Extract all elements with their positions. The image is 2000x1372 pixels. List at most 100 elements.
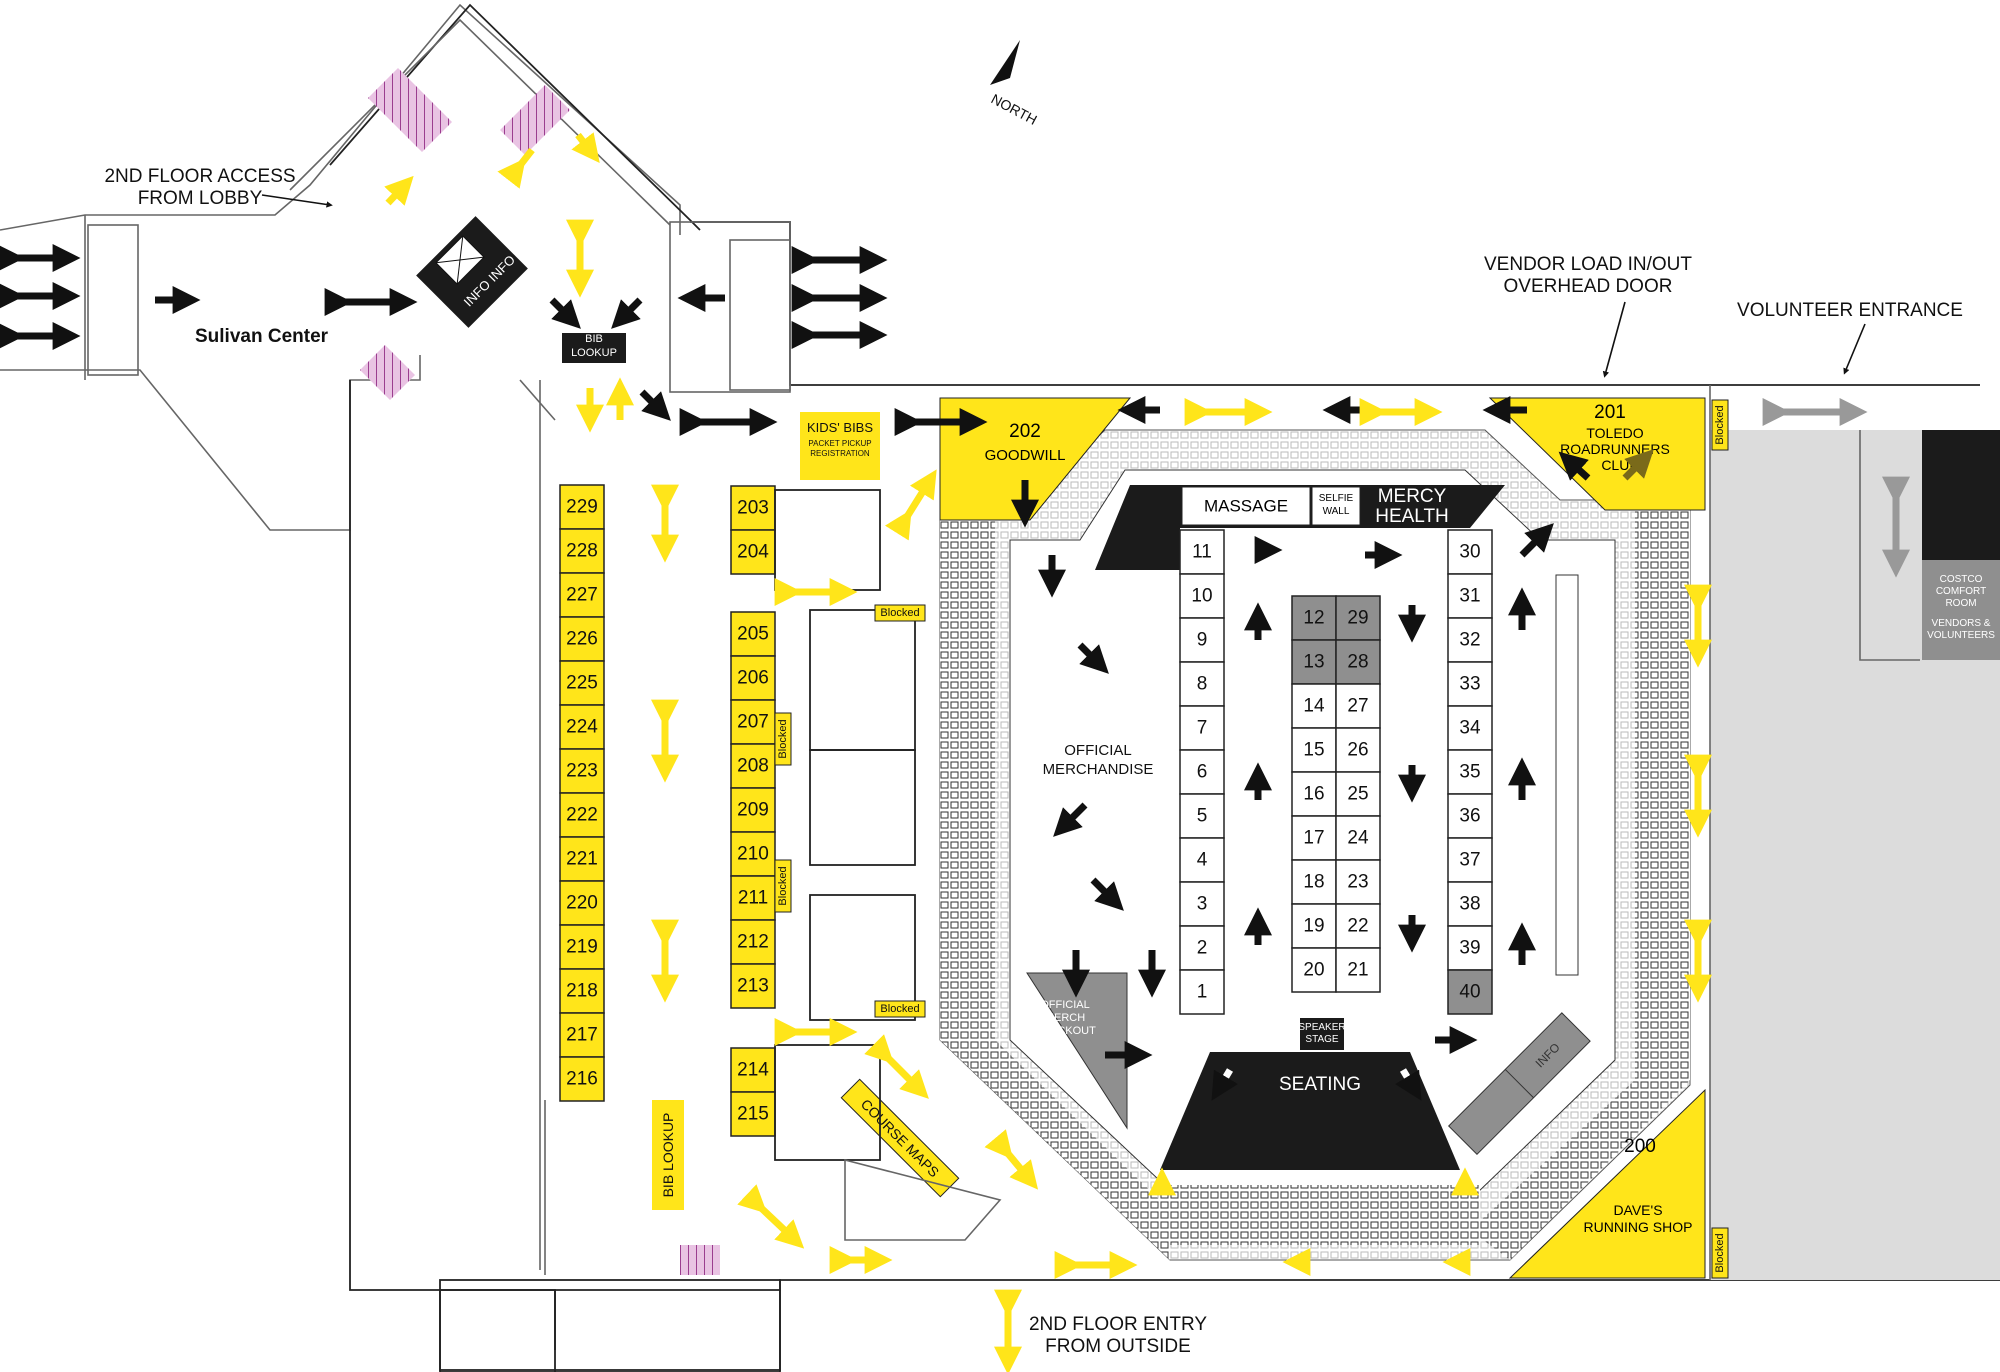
arena-booth-36[interactable]: 36 [1447, 793, 1493, 839]
booth-207[interactable]: 207 [730, 699, 776, 745]
arena-booth-37[interactable]: 37 [1447, 837, 1493, 883]
booth-218-label: 218 [566, 981, 598, 1002]
booth-210[interactable]: 210 [730, 831, 776, 877]
arena-booth-11[interactable]: 11 [1179, 529, 1225, 575]
arena-booth-5[interactable]: 5 [1179, 793, 1225, 839]
arena-booth-20[interactable]: 20 [1291, 947, 1337, 993]
course-maps-table[interactable]: COURSE MAPS [840, 1078, 960, 1198]
arena-booth-25[interactable]: 25 [1335, 771, 1381, 817]
selfie-wall-line1: SELFIE [1319, 493, 1354, 504]
bib-lookup-side[interactable]: BIB LOOKUP [652, 1100, 684, 1210]
arena-booth-34[interactable]: 34 [1447, 705, 1493, 751]
booth-206[interactable]: 206 [730, 655, 776, 701]
info-kiosk[interactable]: INFO INFO [416, 216, 528, 328]
booth-221[interactable]: 221 [559, 836, 605, 882]
arena-booth-35[interactable]: 35 [1447, 749, 1493, 795]
arena-booth-1[interactable]: 1 [1179, 969, 1225, 1015]
arena-booth-18[interactable]: 18 [1291, 859, 1337, 905]
arena-booth-33[interactable]: 33 [1447, 661, 1493, 707]
arena-booth-28[interactable]: 28 [1335, 639, 1381, 685]
arena-booth-21[interactable]: 21 [1335, 947, 1381, 993]
arena-booth-32[interactable]: 32 [1447, 617, 1493, 663]
arena-booth-10[interactable]: 10 [1179, 573, 1225, 619]
booth-226[interactable]: 226 [559, 616, 605, 662]
arena-booth-23[interactable]: 23 [1335, 859, 1381, 905]
arena-booth-2-label: 2 [1197, 938, 1208, 959]
arena-booth-19[interactable]: 19 [1291, 903, 1337, 949]
booth-210-label: 210 [737, 844, 769, 865]
top-banner: MASSAGE SELFIE WALL MERCY HEALTH [1095, 485, 1505, 570]
arena-booth-30[interactable]: 30 [1447, 529, 1493, 575]
arena-booth-15[interactable]: 15 [1291, 727, 1337, 773]
booth-218[interactable]: 218 [559, 968, 605, 1014]
booth-223[interactable]: 223 [559, 748, 605, 794]
booth-228[interactable]: 228 [559, 528, 605, 574]
arena-booth-13-label: 13 [1303, 652, 1324, 673]
booth-203[interactable]: 203 [730, 485, 776, 531]
seating-label: SEATING [1279, 1074, 1361, 1095]
arena-booth-20-label: 20 [1303, 960, 1324, 981]
booth-222[interactable]: 222 [559, 792, 605, 838]
booth-229[interactable]: 229 [559, 484, 605, 530]
arena-booth-16[interactable]: 16 [1291, 771, 1337, 817]
booth-209-label: 209 [737, 800, 769, 821]
booth-215[interactable]: 215 [730, 1091, 776, 1137]
booth-227[interactable]: 227 [559, 572, 605, 618]
arena-booth-12[interactable]: 12 [1291, 595, 1337, 641]
arena-booth-40[interactable]: 40 [1447, 969, 1493, 1015]
arena-booth-17[interactable]: 17 [1291, 815, 1337, 861]
arena-booth-14[interactable]: 14 [1291, 683, 1337, 729]
arena-booth-22[interactable]: 22 [1335, 903, 1381, 949]
booth-205-label: 205 [737, 624, 769, 645]
booth-216[interactable]: 216 [559, 1056, 605, 1102]
booth-217[interactable]: 217 [559, 1012, 605, 1058]
sponsor-daves-running-shop[interactable]: 200 DAVE'S RUNNING SHOP [1508, 1088, 1706, 1279]
arena-booth-3[interactable]: 3 [1179, 881, 1225, 927]
arena-booth-2[interactable]: 2 [1179, 925, 1225, 971]
booth-225[interactable]: 225 [559, 660, 605, 706]
kids-bibs-area[interactable]: KIDS' BIBS PACKET PICKUP REGISTRATION [800, 412, 880, 480]
goodwill-number: 202 [1009, 421, 1041, 442]
booth-208-label: 208 [737, 756, 769, 777]
arena-booth-3-label: 3 [1197, 894, 1208, 915]
booth-209[interactable]: 209 [730, 787, 776, 833]
arena-booth-26[interactable]: 26 [1335, 727, 1381, 773]
arena-booth-6[interactable]: 6 [1179, 749, 1225, 795]
traffic-arrows [0, 132, 1910, 1372]
kids-bibs-title: KIDS' BIBS [807, 420, 873, 435]
svg-text:Blocked: Blocked [777, 866, 789, 905]
arena-booth-29[interactable]: 29 [1335, 595, 1381, 641]
arena-booth-7[interactable]: 7 [1179, 705, 1225, 751]
booth-211[interactable]: 211 [730, 875, 776, 921]
arena-booth-8[interactable]: 8 [1179, 661, 1225, 707]
costco-comfort-room[interactable]: COSTCO COMFORT ROOM VENDORS & VOLUNTEERS [1922, 430, 2000, 660]
arena-booth-6-label: 6 [1197, 762, 1208, 783]
costco-line4: VENDORS & [1932, 618, 1991, 629]
booth-205[interactable]: 205 [730, 611, 776, 657]
booth-212[interactable]: 212 [730, 919, 776, 965]
arena-booth-31[interactable]: 31 [1447, 573, 1493, 619]
booth-219[interactable]: 219 [559, 924, 605, 970]
booth-213[interactable]: 213 [730, 963, 776, 1009]
arena-booth-27[interactable]: 27 [1335, 683, 1381, 729]
arena-booth-27-label: 27 [1347, 696, 1368, 717]
booth-224[interactable]: 224 [559, 704, 605, 750]
arena-booth-13[interactable]: 13 [1291, 639, 1337, 685]
blocked-tag-4: Blocked [874, 1000, 926, 1018]
arena-booth-39[interactable]: 39 [1447, 925, 1493, 971]
arena-booth-24[interactable]: 24 [1335, 815, 1381, 861]
restroom-blocks [774, 489, 1002, 1241]
arena-booth-4[interactable]: 4 [1179, 837, 1225, 883]
arena-info-box[interactable]: INFO [1447, 1012, 1591, 1156]
selfie-wall-line2: WALL [1323, 506, 1350, 517]
booth-204[interactable]: 204 [730, 529, 776, 575]
bib-lookup-top[interactable]: BIB LOOKUP [562, 333, 626, 363]
booth-220[interactable]: 220 [559, 880, 605, 926]
svg-text:Blocked: Blocked [1714, 1233, 1726, 1272]
booth-228-label: 228 [566, 541, 598, 562]
arena-booth-8-label: 8 [1197, 674, 1208, 695]
booth-214[interactable]: 214 [730, 1047, 776, 1093]
arena-booth-38[interactable]: 38 [1447, 881, 1493, 927]
booth-208[interactable]: 208 [730, 743, 776, 789]
arena-booth-9[interactable]: 9 [1179, 617, 1225, 663]
